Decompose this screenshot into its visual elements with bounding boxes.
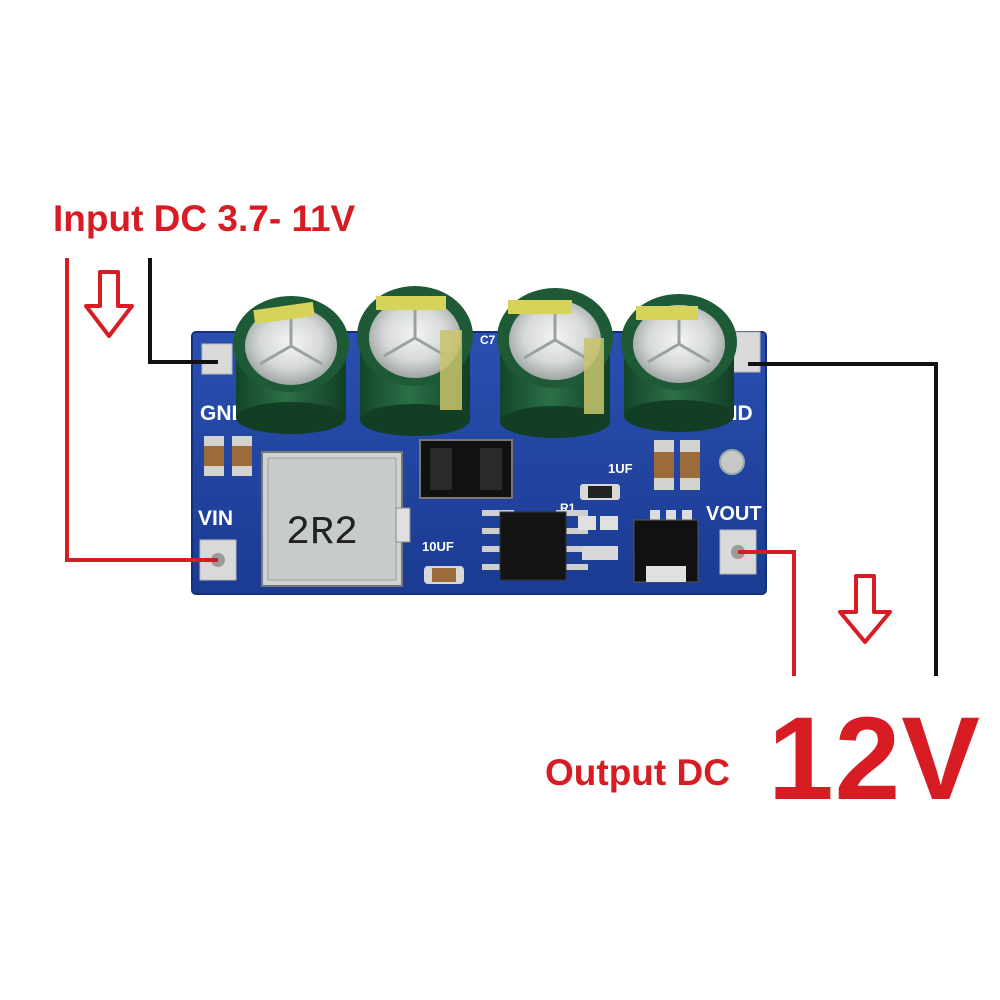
smd-caps-left <box>204 436 252 476</box>
vout-silk: VOUT <box>706 503 762 525</box>
sot-component <box>633 510 699 583</box>
smd-parts-center <box>424 484 620 584</box>
gnd-pad-left[interactable] <box>201 343 233 375</box>
ic-chip <box>482 510 588 581</box>
input-voltage-label: Input DC 3.7- 11V <box>53 198 356 239</box>
cap-ref: C7 <box>480 333 496 347</box>
vin-silk: VIN <box>198 507 233 530</box>
input-positive-wire <box>65 258 218 562</box>
output-ground-wire <box>748 362 938 676</box>
smd-caps-right <box>654 440 700 490</box>
output-positive-wire <box>738 550 796 676</box>
output-label: Output DC <box>545 752 730 793</box>
inductor: 2R2 <box>261 451 411 587</box>
output-voltage-value: 12V <box>768 693 981 825</box>
cap-label-right: 1UF <box>608 461 633 476</box>
capacitor-3 <box>497 288 613 438</box>
gnd-left-silk: GND <box>200 402 247 425</box>
schottky-diode <box>419 439 513 499</box>
cap-label-left: 10UF <box>422 539 454 554</box>
mounting-hole <box>719 449 745 475</box>
capacitor-2 <box>357 286 473 436</box>
output-arrow-icon <box>838 574 892 644</box>
inductor-marking: 2R2 <box>286 511 358 556</box>
input-arrow-icon <box>84 270 134 338</box>
input-ground-wire <box>148 258 218 364</box>
capacitor-1 <box>233 296 349 434</box>
capacitor-4 <box>621 294 737 432</box>
